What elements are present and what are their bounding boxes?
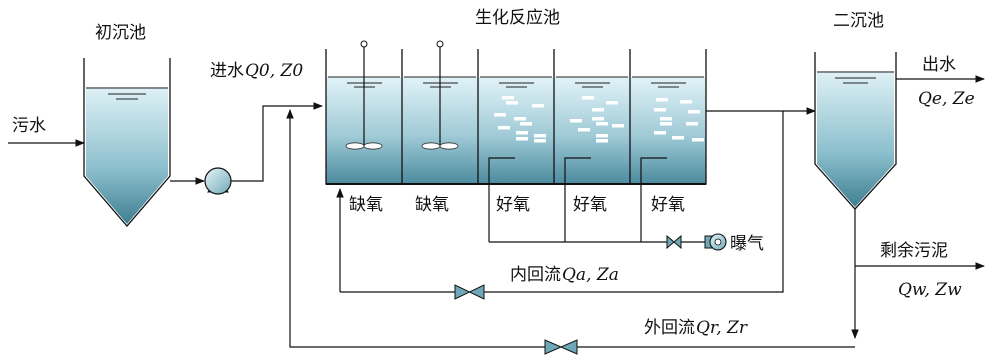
- internal-recycle-pipe: [484, 111, 784, 293]
- mixer-icon: [345, 40, 383, 150]
- zone-aerobic-1-label: 好氧: [496, 195, 530, 215]
- secondary-clarifier-label: 二沉池: [833, 11, 884, 31]
- influent-pipe-arrow: [231, 102, 323, 182]
- internal-recycle-label: 内回流: [510, 265, 561, 285]
- aeration-label: 曝气: [730, 234, 764, 254]
- internal-recycle-valve-icon: [454, 284, 485, 300]
- bioreactor-tank: [325, 49, 707, 185]
- aeration-bubbles: [494, 96, 704, 143]
- external-recycle-label: 外回流: [644, 318, 695, 338]
- influent-vars: Q0, Z0: [245, 61, 303, 81]
- aeration-valve-icon: [666, 234, 682, 250]
- aeration-pipes: [488, 157, 705, 243]
- zone-aerobic-3-label: 好氧: [651, 195, 685, 215]
- internal-recycle-vars: Qa, Za: [562, 265, 619, 285]
- pump-icon: [204, 167, 232, 195]
- external-recycle-arrow: [286, 109, 545, 348]
- bioreactor-label: 生化反应池: [475, 8, 560, 28]
- primary-clarifier: [83, 58, 171, 227]
- secondary-clarifier: [814, 52, 897, 210]
- zone-aerobic-2-label: 好氧: [573, 195, 607, 215]
- effluent-vars: Qe, Ze: [918, 89, 975, 109]
- zone-anoxic-2-label: 缺氧: [415, 195, 449, 215]
- excess-sludge-label: 剩余污泥: [880, 241, 948, 261]
- external-recycle-vars: Qr, Zr: [696, 318, 748, 338]
- blower-icon: [704, 233, 727, 251]
- external-recycle-valve-icon: [544, 339, 578, 355]
- mixer-icon: [421, 40, 459, 150]
- effluent-label: 出水: [922, 55, 956, 75]
- excess-sludge-vars: Qw, Zw: [898, 280, 962, 300]
- influent-label: 进水: [210, 61, 244, 81]
- sewage-label: 污水: [12, 116, 46, 136]
- primary-clarifier-label: 初沉池: [95, 23, 146, 43]
- zone-anoxic-1-label: 缺氧: [349, 195, 383, 215]
